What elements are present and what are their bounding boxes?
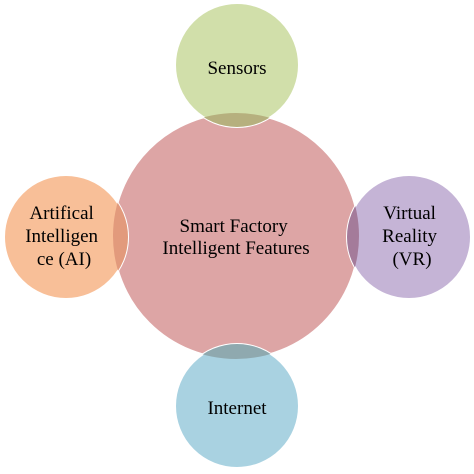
- sensors-label-line: Sensors: [207, 58, 266, 79]
- virtual-reality-label-line: Reality: [382, 226, 437, 247]
- artificial-intelligence-label: Artifical Intelligen ce (AI): [25, 203, 103, 270]
- internet-label: Internet: [207, 398, 267, 419]
- sensors-label: Sensors: [207, 58, 266, 79]
- virtual-reality-label-line: (VR): [392, 249, 431, 270]
- center-label-line: Intelligent Features: [162, 238, 309, 259]
- artificial-intelligence-label-line: ce (AI): [37, 249, 91, 270]
- center-label: Smart Factory Intelligent Features: [162, 216, 309, 259]
- internet-label-line: Internet: [207, 398, 267, 419]
- virtual-reality-label-line: Virtual: [383, 203, 436, 224]
- center-label-line: Smart Factory: [180, 216, 289, 237]
- artificial-intelligence-label-line: Artifical: [29, 203, 93, 224]
- artificial-intelligence-label-line: Intelligen: [25, 226, 98, 247]
- virtual-reality-label: Virtual Reality (VR): [382, 203, 442, 270]
